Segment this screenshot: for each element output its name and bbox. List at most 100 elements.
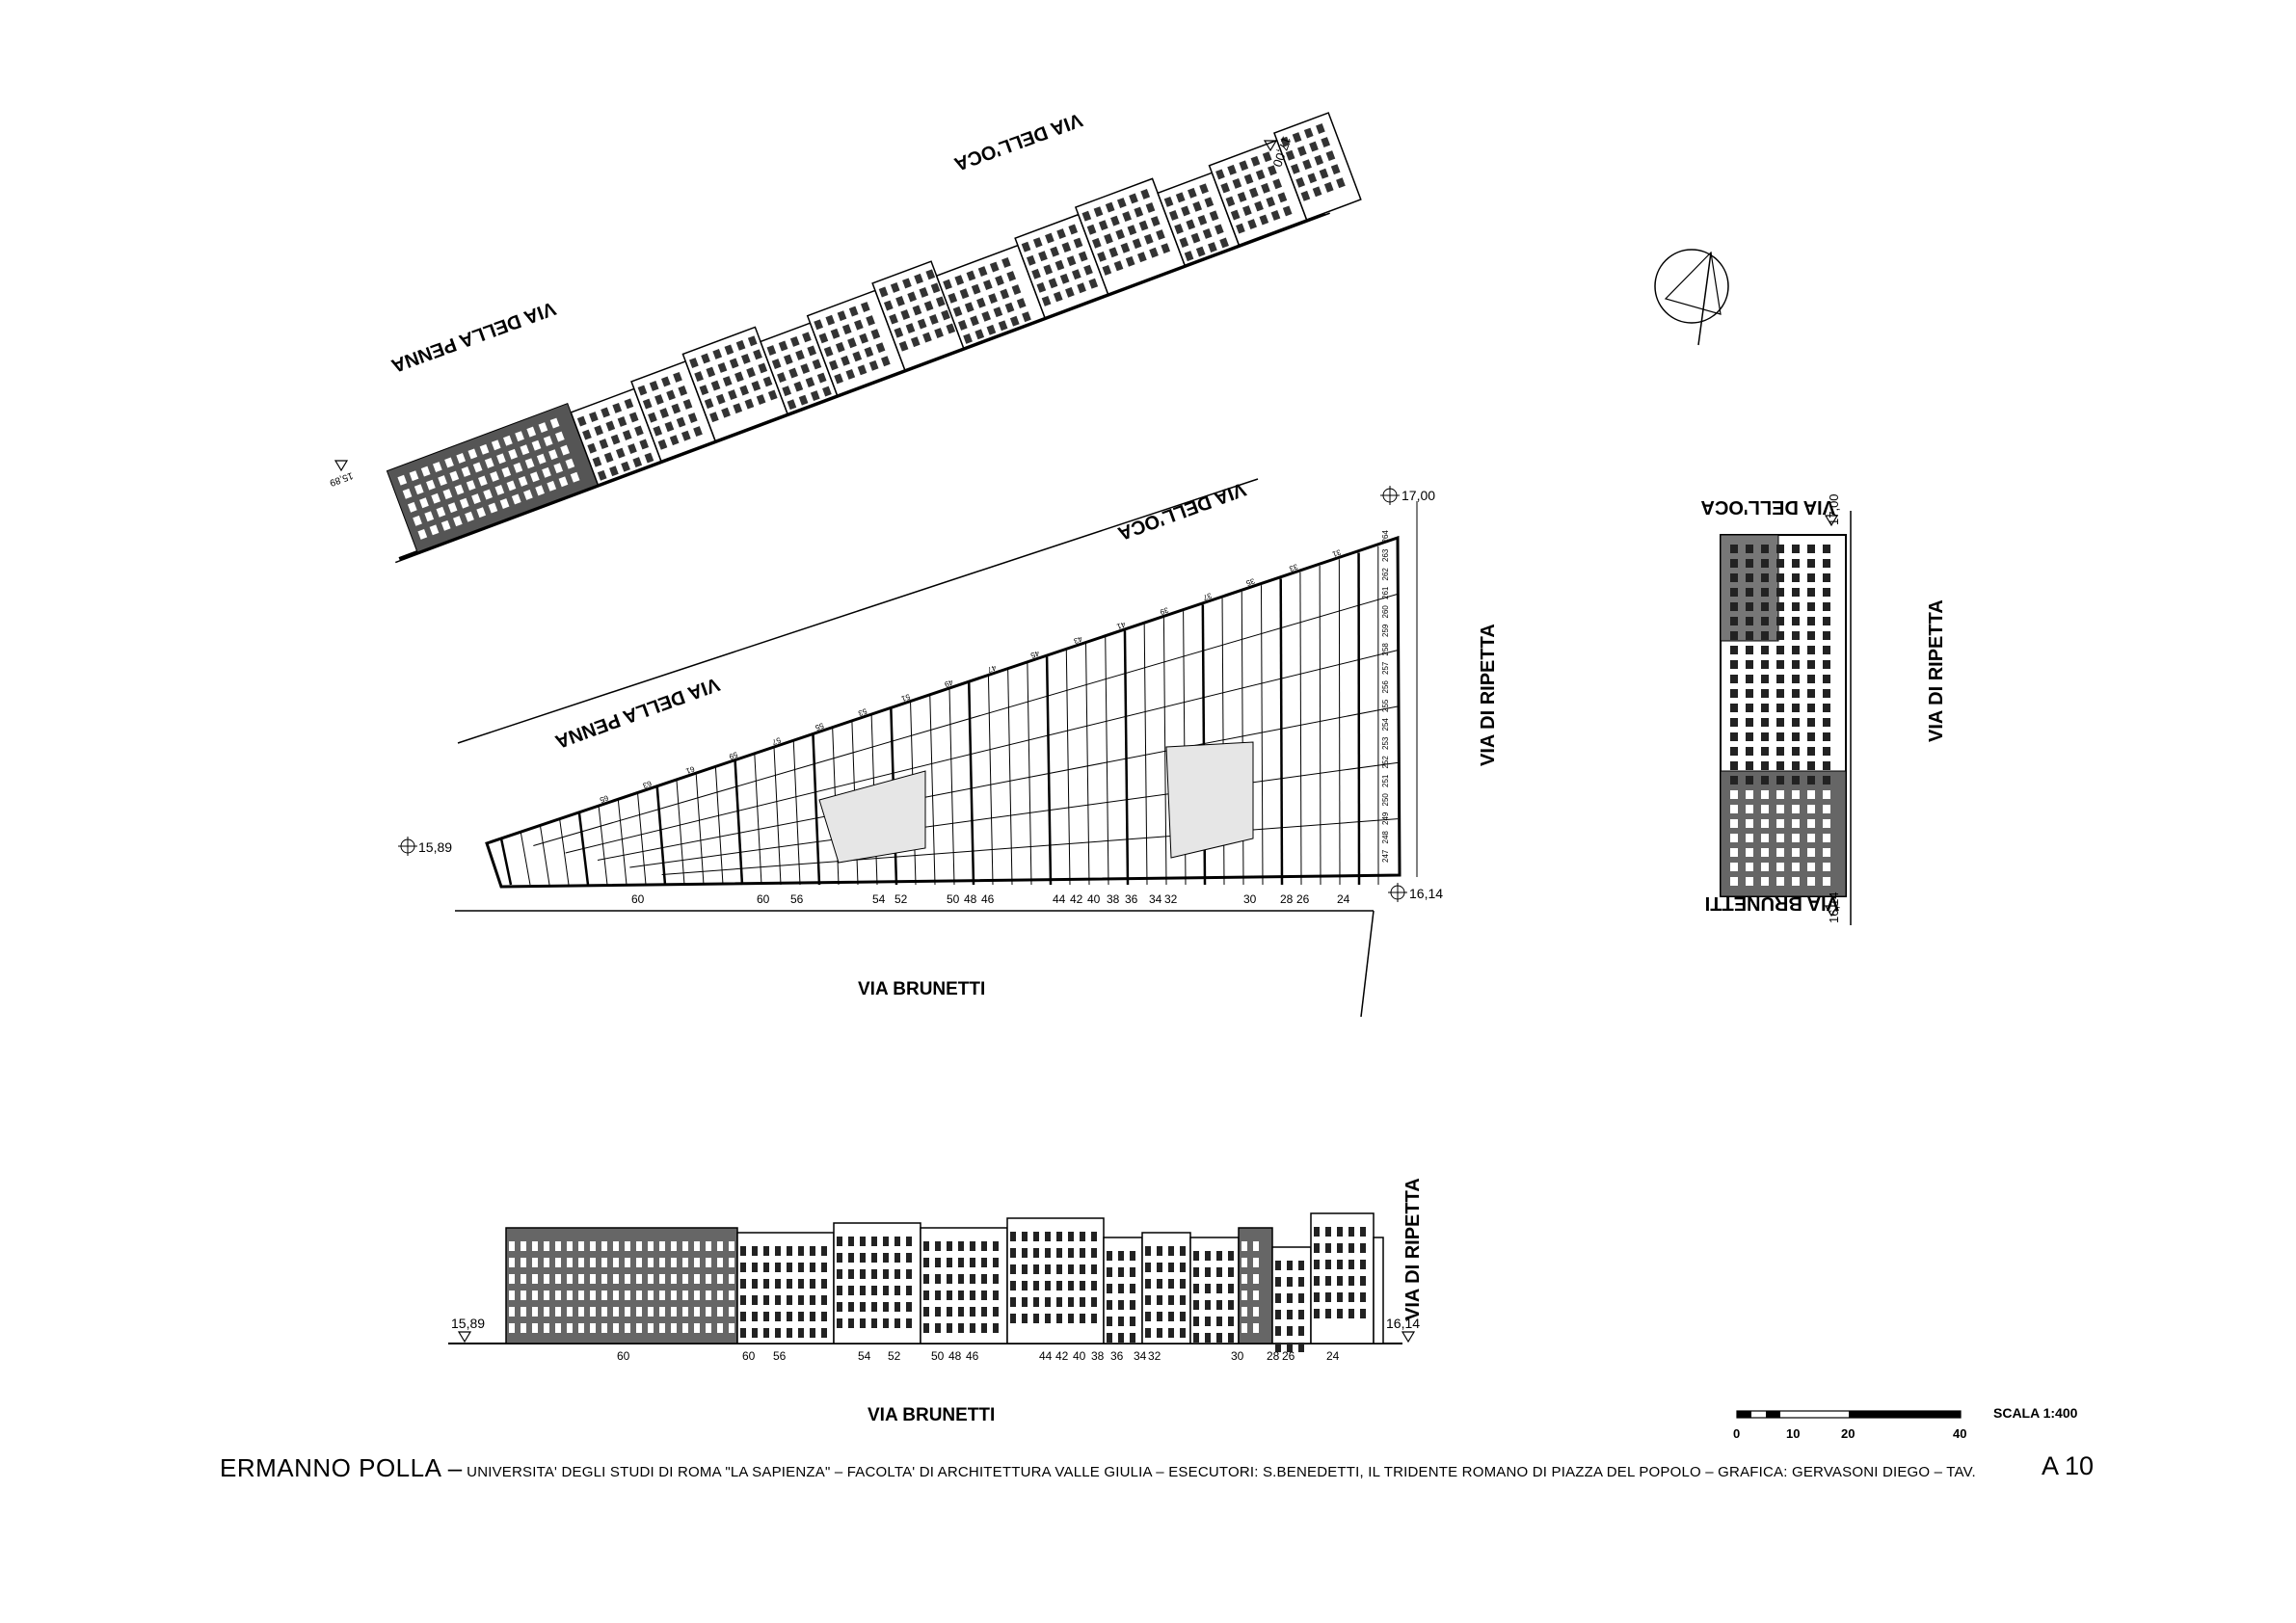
window bbox=[1228, 1317, 1234, 1326]
window bbox=[883, 1269, 889, 1279]
window bbox=[729, 1290, 734, 1300]
window bbox=[988, 293, 998, 305]
window bbox=[441, 519, 451, 531]
window bbox=[582, 429, 592, 440]
window bbox=[778, 340, 788, 352]
scale-tick: 20 bbox=[1841, 1426, 1855, 1441]
window bbox=[810, 1312, 815, 1321]
window bbox=[1312, 186, 1322, 198]
window bbox=[777, 372, 787, 384]
window bbox=[787, 399, 797, 411]
house-number: 48 bbox=[948, 1349, 962, 1363]
window bbox=[659, 408, 669, 419]
window bbox=[890, 282, 900, 293]
window bbox=[1761, 631, 1769, 640]
window bbox=[1031, 268, 1041, 279]
window bbox=[471, 493, 481, 505]
window bbox=[590, 1290, 596, 1300]
window bbox=[1746, 776, 1753, 785]
window bbox=[848, 306, 859, 317]
window bbox=[1140, 188, 1151, 200]
window bbox=[621, 461, 630, 472]
window bbox=[1746, 675, 1753, 683]
window bbox=[1010, 1314, 1016, 1323]
window bbox=[1180, 1263, 1186, 1272]
window bbox=[925, 269, 936, 280]
window bbox=[1776, 559, 1784, 568]
window bbox=[1823, 776, 1830, 785]
window bbox=[1270, 210, 1281, 221]
window bbox=[729, 1323, 734, 1333]
window bbox=[883, 1286, 889, 1295]
window bbox=[923, 1307, 929, 1317]
house-number: 47 bbox=[986, 663, 998, 675]
window bbox=[935, 1323, 941, 1333]
window bbox=[1157, 1312, 1162, 1321]
window bbox=[715, 393, 726, 405]
window bbox=[642, 398, 653, 410]
window bbox=[1746, 834, 1753, 842]
house-number: 51 bbox=[899, 692, 911, 704]
window bbox=[1761, 790, 1769, 799]
window bbox=[1348, 1292, 1354, 1302]
window bbox=[1792, 863, 1800, 871]
window bbox=[447, 502, 458, 514]
window bbox=[1136, 252, 1147, 263]
street-label-via-della-penna-plan: VIA DELLA PENNA bbox=[552, 673, 722, 752]
window bbox=[857, 364, 868, 376]
window bbox=[837, 1253, 842, 1263]
street-label-via-di-ripetta-bottom: VIA DI RIPETTA bbox=[1402, 1178, 1424, 1320]
window bbox=[1138, 220, 1149, 231]
window bbox=[1792, 631, 1800, 640]
window bbox=[657, 439, 668, 450]
elevation-marker-top-left: 15,89 bbox=[328, 460, 355, 488]
window bbox=[1115, 228, 1126, 240]
window bbox=[1045, 1297, 1051, 1307]
window bbox=[671, 1323, 677, 1333]
window bbox=[1118, 1300, 1124, 1310]
window bbox=[860, 1237, 866, 1246]
partition-wall bbox=[676, 780, 685, 886]
window bbox=[1190, 232, 1201, 244]
window bbox=[729, 1258, 734, 1267]
window bbox=[1807, 660, 1815, 669]
window bbox=[1250, 155, 1261, 167]
house-number: 24 bbox=[1337, 892, 1350, 906]
window bbox=[848, 1286, 854, 1295]
window bbox=[694, 1241, 700, 1251]
window bbox=[1261, 182, 1270, 194]
window bbox=[1730, 761, 1738, 770]
window bbox=[1730, 776, 1738, 785]
house-number: 259 bbox=[1381, 624, 1390, 637]
partition-wall bbox=[617, 799, 627, 886]
window bbox=[659, 1258, 665, 1267]
window bbox=[1088, 278, 1099, 289]
window bbox=[671, 1274, 677, 1284]
window bbox=[506, 480, 517, 492]
window bbox=[701, 353, 710, 364]
window bbox=[521, 1307, 526, 1317]
window bbox=[740, 1312, 746, 1321]
window bbox=[1102, 264, 1112, 276]
window bbox=[935, 1290, 941, 1300]
house-number: 263 bbox=[1381, 548, 1390, 562]
window bbox=[1216, 1317, 1222, 1326]
window bbox=[906, 1286, 912, 1295]
window bbox=[1792, 689, 1800, 698]
elevation-label: 17,00 bbox=[1402, 488, 1435, 503]
window bbox=[717, 362, 728, 373]
window bbox=[653, 425, 663, 437]
scale-bar bbox=[1736, 1410, 1962, 1419]
window bbox=[1761, 776, 1769, 785]
window bbox=[756, 394, 766, 405]
window bbox=[1108, 247, 1119, 258]
window bbox=[729, 1241, 734, 1251]
window bbox=[706, 1307, 711, 1317]
author-name: ERMANNO POLLA – bbox=[220, 1453, 463, 1482]
window bbox=[576, 415, 587, 427]
window bbox=[1807, 602, 1815, 611]
window bbox=[544, 1241, 549, 1251]
window bbox=[1241, 1307, 1247, 1317]
